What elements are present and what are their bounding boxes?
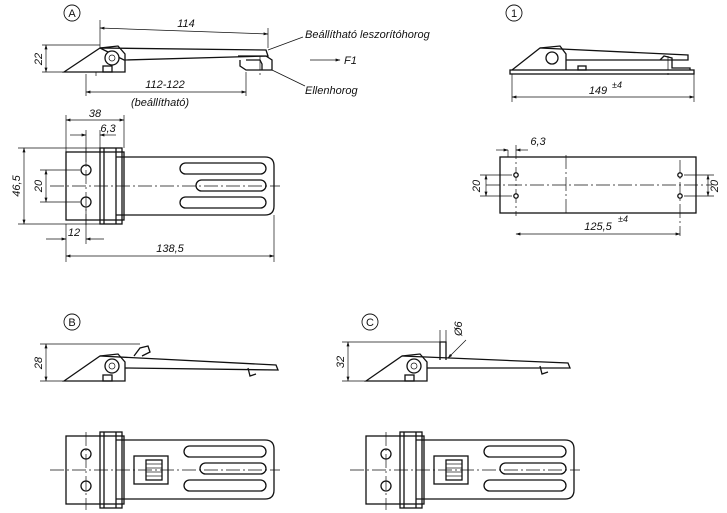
view-1-dim-125-5-tol: ±4 xyxy=(618,214,628,224)
view-1-marker xyxy=(505,4,523,22)
view-a-dim-38: 38 xyxy=(89,108,102,120)
view-a-dim-46-5: 46,5 xyxy=(11,174,23,196)
view-c-dim-32: 32 xyxy=(335,356,347,368)
label-force: F1 xyxy=(344,55,357,67)
view-a-dim-114: 114 xyxy=(177,18,195,30)
view-1-dim-20-right: 20 xyxy=(709,179,721,193)
view-b-marker xyxy=(63,313,81,331)
view-a-dim-20: 20 xyxy=(33,179,45,193)
view-b-dim-28: 28 xyxy=(33,356,45,370)
view-a-dim-112-122: 112-122 xyxy=(145,79,185,91)
view-a-dim-138-5: 138,5 xyxy=(156,243,184,255)
view-1-dim-6-3: 6,3 xyxy=(530,136,546,148)
view-1-plate xyxy=(509,69,695,75)
view-a-side: A 114 22 112-122 (beállítható) Beállítha… xyxy=(33,4,431,109)
view-b-side: B 28 xyxy=(33,313,279,382)
view-1-dim-20-left: 20 xyxy=(471,179,483,193)
view-a-marker-label: A xyxy=(68,8,76,20)
view-c-dim-diameter: Ø6 xyxy=(453,320,465,337)
view-c-marker xyxy=(361,313,379,331)
view-a-base xyxy=(61,45,126,73)
view-a-dim-12: 12 xyxy=(68,227,80,239)
label-counter-hook: Ellenhorog xyxy=(305,85,358,97)
view-1-dim-149-tol: ±4 xyxy=(612,80,622,90)
view-c-marker-label: C xyxy=(366,317,374,329)
view-1-dim-125-5: 125,5 xyxy=(584,221,612,233)
view-a-dim-22: 22 xyxy=(33,53,45,66)
view-c-side: C 32 Ø6 xyxy=(335,313,571,382)
view-a-hook xyxy=(238,55,273,71)
view-1-side: 1 149 ±4 xyxy=(505,4,695,102)
view-a-pivot xyxy=(104,50,120,66)
view-a-dim-6-3: 6,3 xyxy=(100,123,116,135)
view-b-marker-label: B xyxy=(68,317,75,329)
view-a-top: 38 6,3 46,5 20 12 138,5 xyxy=(11,108,280,262)
label-adjustable-hook: Beállítható leszorítóhorog xyxy=(305,29,431,41)
view-1-top: 6,3 20 20 125,5 ±4 xyxy=(471,136,721,236)
view-1-marker-label: 1 xyxy=(511,8,517,20)
view-b-top xyxy=(50,431,280,510)
view-a-marker xyxy=(63,4,81,22)
view-1-dim-149: 149 xyxy=(589,85,607,97)
view-a-dim-note: (beállítható) xyxy=(131,97,189,109)
view-c-top xyxy=(350,431,580,510)
